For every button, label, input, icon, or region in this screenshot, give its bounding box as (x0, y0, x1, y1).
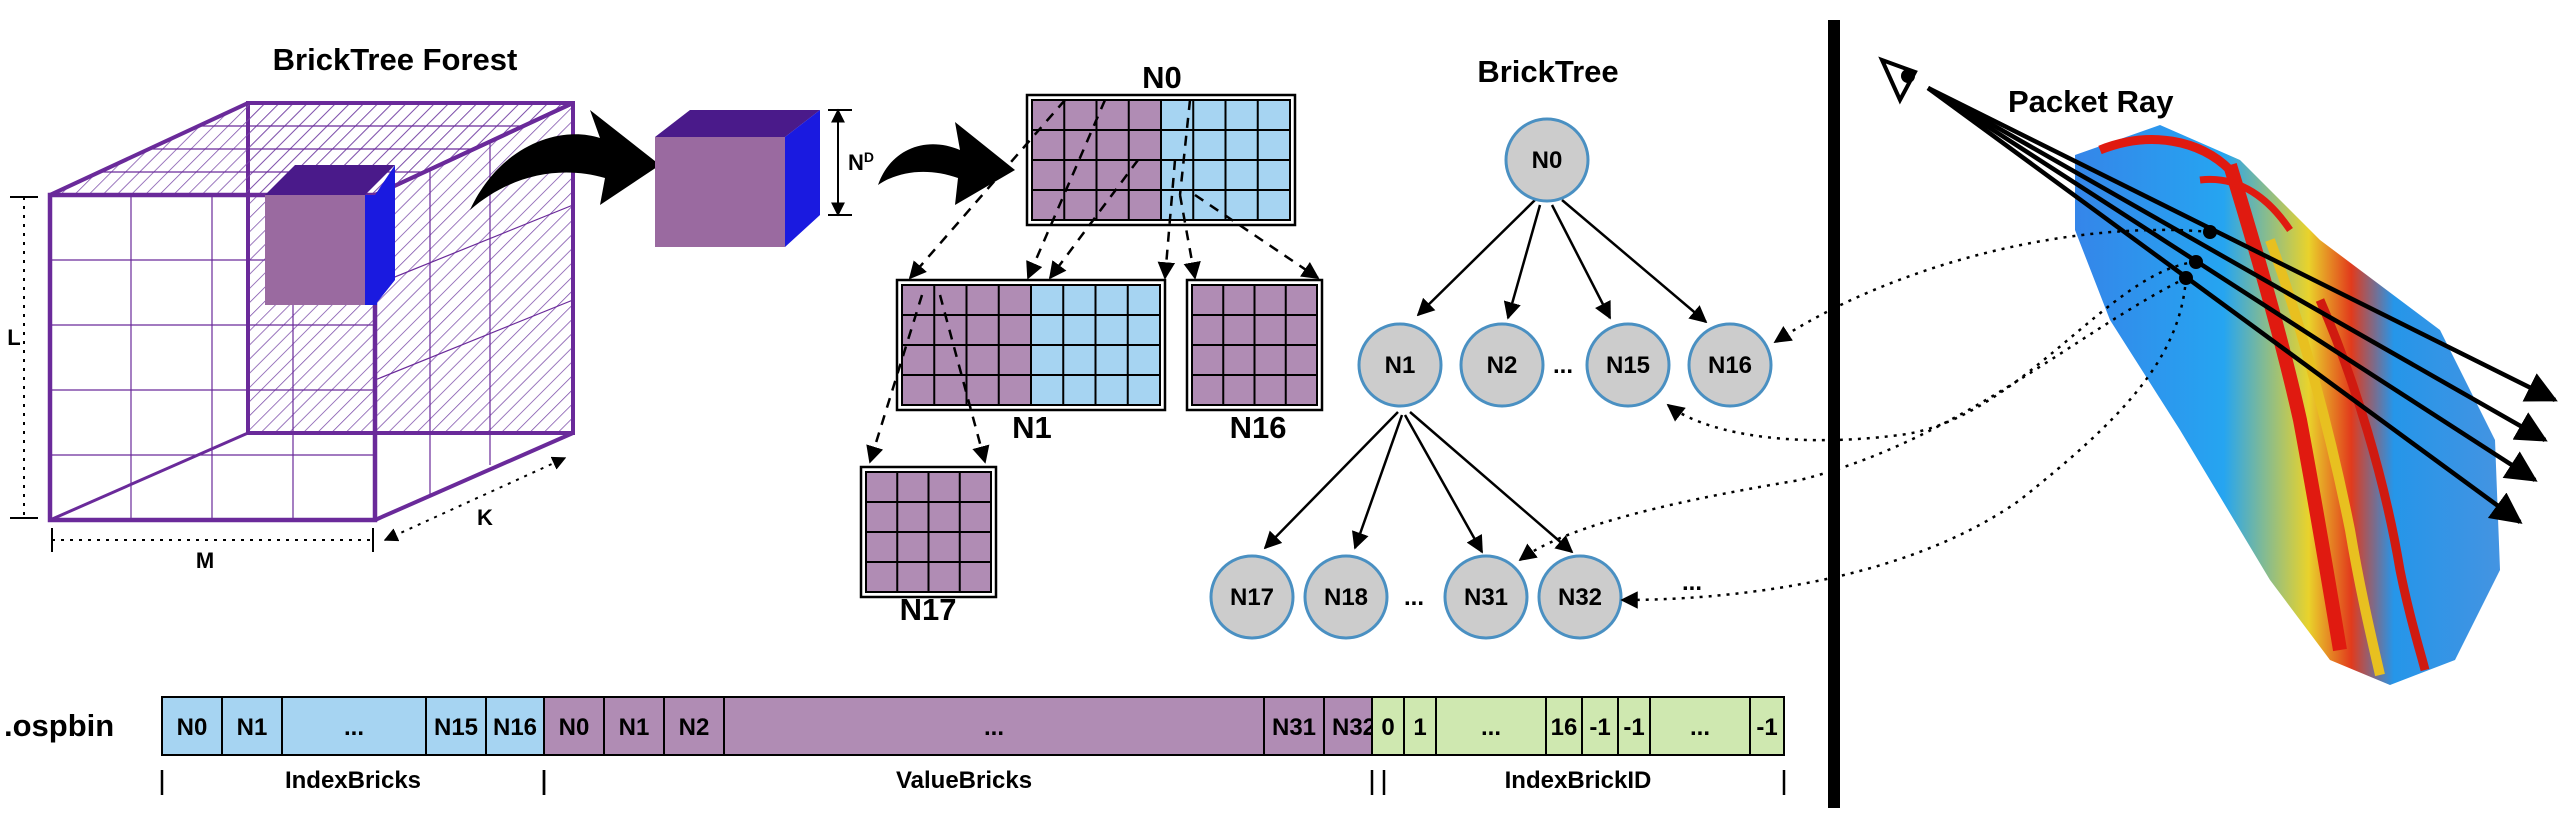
ospbin-cell-label: N0 (559, 714, 590, 741)
volume-render (2075, 125, 2500, 685)
ospbin-cell: ... (281, 696, 427, 756)
ospbin-section-label: IndexBricks (285, 767, 421, 794)
grid-pointers (866, 99, 1320, 464)
ospbin-cell: ... (1435, 696, 1547, 756)
brick-grids (859, 93, 1324, 599)
tree-node-n18 (1303, 554, 1389, 640)
grid-label-n0: N0 (1142, 60, 1182, 95)
vertical-divider (1828, 20, 1840, 808)
label-k: K (477, 505, 493, 530)
ospbin-cell: ... (723, 696, 1265, 756)
ospbin-cell-label: N1 (237, 714, 268, 741)
tree-node-n0 (1504, 117, 1590, 203)
packet-ray-label: Packet Ray (2008, 84, 2174, 119)
ospbin-cell-label: N16 (493, 714, 537, 741)
ospbin-cell-label: ... (344, 714, 364, 741)
dimension-m: M (51, 528, 374, 573)
tree-node-n1 (1357, 322, 1443, 408)
ospbin-cell: 16 (1545, 696, 1583, 756)
ospbin-cell-label: -1 (1589, 714, 1610, 741)
tree-node-n2-label: N2 (1487, 352, 1518, 379)
ospbin-cell: N31 (1263, 696, 1325, 756)
tree-node-n31-label: N31 (1464, 584, 1508, 611)
grid-label-n16: N16 (1230, 410, 1287, 445)
ospbin-section-label: ValueBricks (896, 767, 1032, 794)
tree-node-n18-label: N18 (1324, 584, 1368, 611)
ospbin-cell-label: -1 (1623, 714, 1644, 741)
tree-node-n16-label: N16 (1708, 352, 1752, 379)
ospbin-cell-label: 0 (1381, 714, 1394, 741)
forest-title: BrickTree Forest (273, 42, 518, 77)
tree-node-n1-label: N1 (1385, 352, 1416, 379)
ospbin-cell: -1 (1617, 696, 1651, 756)
label-l: L (7, 325, 20, 350)
grid-label-n17: N17 (900, 592, 957, 627)
ospbin-cell-label: N31 (1272, 714, 1316, 741)
ospbin-cell: -1 (1749, 696, 1785, 756)
tree-ellipsis-right: ... (1682, 569, 1702, 596)
tree-node-n32-label: N32 (1558, 584, 1602, 611)
ospbin-cell-label: N32 (1332, 714, 1376, 741)
brick-dim-label: ND (848, 149, 874, 175)
ospbin-cell: N0 (543, 696, 605, 756)
bricktree: BrickTree N0 N1 N2 ... N15 (1209, 54, 1773, 640)
tree-node-n17 (1209, 554, 1295, 640)
ospbin-cell: N1 (221, 696, 283, 756)
tree-node-n16 (1687, 322, 1773, 408)
ospbin-cell-label: 1 (1413, 714, 1426, 741)
tree-node-n0-label: N0 (1532, 147, 1563, 174)
ospbin-cell-label: N0 (177, 714, 208, 741)
grid-n0 (1025, 93, 1297, 227)
ospbin-cell: N1 (603, 696, 665, 756)
ospbin-cell-label: N1 (619, 714, 650, 741)
label-m: M (196, 548, 214, 573)
ospbin-cell: N15 (425, 696, 487, 756)
dotted-links (1518, 228, 2211, 609)
ospbin-cell: 1 (1403, 696, 1437, 756)
ospbin-section: ValueBricks (542, 767, 1386, 795)
packet-rays (1926, 85, 2558, 524)
tree-node-n2 (1459, 322, 1545, 408)
bricktree-forest: BrickTree Forest (7, 42, 660, 573)
tree-node-n15 (1585, 322, 1671, 408)
tree-node-n15-label: N15 (1606, 352, 1650, 379)
ospbin-cell: N0 (161, 696, 223, 756)
ospbin-cell-label: -1 (1756, 714, 1777, 741)
forest-to-brick-arrow (470, 110, 660, 210)
grid-label-n1: N1 (1012, 410, 1052, 445)
tree-title: BrickTree (1477, 54, 1618, 89)
tree-node-n17-label: N17 (1230, 584, 1274, 611)
grid-n16 (1185, 278, 1324, 412)
ospbin-cell-label: N15 (434, 714, 478, 741)
tree-ellipsis-bottom: ... (1404, 584, 1424, 611)
ospbin-section-label: IndexBrickID (1505, 767, 1652, 794)
ospbin-file-label: .ospbin (4, 708, 114, 743)
ospbin-cell-label: 16 (1551, 714, 1578, 741)
ospbin-cell-label: ... (984, 714, 1004, 741)
brick-to-grid-arrow (878, 122, 1015, 205)
ospbin-cell-label: ... (1690, 714, 1710, 741)
dimension-k: K (383, 456, 567, 542)
ospbin-cell-label: N2 (679, 714, 710, 741)
forest-brick-highlight (265, 165, 395, 305)
eye-icon (1878, 56, 1918, 105)
ospbin-cell: N16 (485, 696, 545, 756)
tree-ellipsis-top: ... (1553, 352, 1573, 379)
ospbin-cell-label: ... (1481, 714, 1501, 741)
ospbin-section: IndexBricks (160, 767, 546, 795)
grid-n1 (895, 278, 1167, 412)
ospbin-section: IndexBrickID (1370, 767, 1786, 795)
ospbin-cell: 0 (1371, 696, 1405, 756)
single-brick: ND (655, 108, 1015, 247)
ospbin-cell: -1 (1581, 696, 1619, 756)
ospbin-cell: N2 (663, 696, 725, 756)
tree-node-n31 (1443, 554, 1529, 640)
ospbin-cell: ... (1649, 696, 1751, 756)
dimension-l: L (7, 196, 38, 519)
grid-n17 (859, 465, 998, 599)
